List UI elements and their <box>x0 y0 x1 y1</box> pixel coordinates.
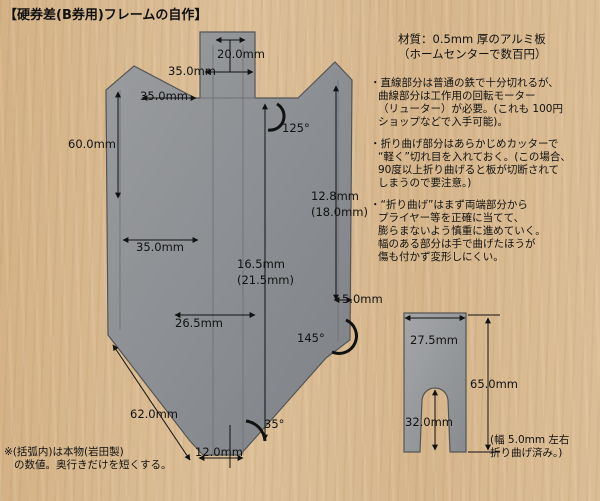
dim-62mm: 62.0mm <box>130 407 178 421</box>
small-bracket-note: (幅 5.0mm 左右 折り曲げ済み。) <box>490 434 570 459</box>
small-bracket-plate <box>403 312 467 453</box>
dim-32mm: 32.0mm <box>405 415 453 429</box>
note-scoring: ・折り曲げ部分はあらかじめカッターで “軽く”切れ目を入れておく。(この場合、 … <box>370 138 571 189</box>
dim-20mm: 20.0mm <box>217 47 265 61</box>
dim-27-5mm: 27.5mm <box>410 333 458 347</box>
dim-5mm: 5.0mm <box>342 292 383 306</box>
fold-lines <box>119 45 339 455</box>
dim-35mm-top: 35.0mm <box>168 64 216 78</box>
bracket-value-note: ※(括弧内)は本物(岩田製) の数値。奥行きだけを短くする。 <box>4 446 172 471</box>
dim-26-5mm: 26.5mm <box>175 316 223 330</box>
dim-16-5mm: 16.5mm <box>237 257 285 271</box>
dim-145deg: 145° <box>297 331 325 345</box>
dim-125deg: 125° <box>282 121 310 135</box>
page-title: 【硬券差(B券用)フレームの自作】 <box>4 8 208 23</box>
material-line-2: （ホームセンターで数百円） <box>398 47 547 61</box>
material-caption: 材質：0.5mm 厚のアルミ板 （ホームセンターで数百円） <box>398 32 546 62</box>
dim-12mm: 12.0mm <box>195 445 243 459</box>
dim-35mm-mid: 35.0mm <box>136 240 184 254</box>
notes-block: ・直線部分は普通の鉄で十分切れるが、 曲線部分は工作用の回転モーター （リュータ… <box>370 77 598 273</box>
dimension-lines <box>112 37 500 468</box>
note-cutting: ・直線部分は普通の鉄で十分切れるが、 曲線部分は工作用の回転モーター （リュータ… <box>370 77 563 128</box>
dim-65mm: 65.0mm <box>470 377 518 391</box>
dim-35mm-left: 35.0mm <box>140 89 188 103</box>
dim-12-8mm: 12.8mm <box>311 189 359 203</box>
dim-18mm-bracket: (18.0mm) <box>311 205 368 219</box>
dim-60mm: 60.0mm <box>68 137 116 151</box>
note-bending: ・“折り曲げ”はまず両端部分から プライヤー等を正確に当てて、 膨らまないよう慎… <box>370 199 546 263</box>
dim-21-5mm-bracket: (21.5mm) <box>237 273 294 287</box>
angle-arc-145 <box>331 318 358 355</box>
dim-35deg: 35° <box>264 417 284 431</box>
angle-arc-125 <box>267 102 286 132</box>
material-line-1: 材質：0.5mm 厚のアルミ板 <box>398 32 546 46</box>
